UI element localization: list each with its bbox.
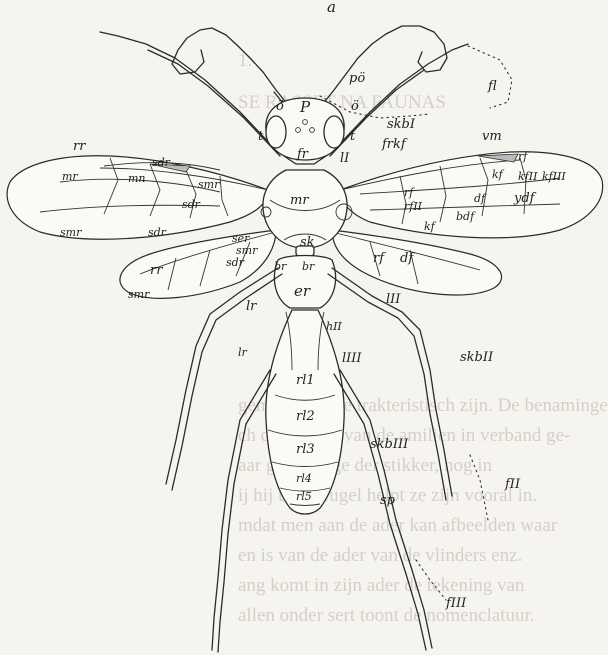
label-sdr-mid: sdr [182,198,201,211]
label-smr-left: smr [60,226,82,239]
label-o-left: ö [276,99,284,114]
label-smr-mid: smr [198,178,220,191]
label-lII: lII [386,292,401,307]
label-ydf: ydf [513,191,537,206]
label-sdr-top: sdr [152,156,171,169]
label-rr-top: rr [73,139,86,154]
label-df-top: df [474,192,487,205]
label-po: pö [349,71,365,86]
label-mr-center: mr [290,193,309,208]
label-fr: fr [296,147,309,162]
label-frkf: frkf [381,137,408,152]
label-rl4: rl4 [296,472,312,485]
label-fIII: fIII [445,596,467,611]
label-hII: hII [326,320,342,333]
label-rl1: rl1 [296,373,315,388]
label-er: er [294,282,311,300]
label-sdr-low: sdr [148,226,167,239]
fore-leg-left [100,32,280,156]
label-mr-left: mr [62,170,78,183]
label-sk: sk [300,235,315,250]
forewing-left [7,156,268,239]
label-vm: vm [482,129,502,144]
label-lr-low: lr [238,346,248,359]
label-rl5: rl5 [296,490,312,503]
label-P: P [299,98,311,116]
label-kfII: kfII [518,170,538,183]
label-df-hw: df [400,251,415,266]
label-rfII: rfII [404,200,423,213]
antenna-right [318,26,447,110]
label-skbIII: skbIII [370,437,409,452]
label-lIII: lIII [342,351,362,366]
forewing-right [340,152,603,238]
label-br-left: br [274,260,287,273]
label-lI: lI [340,151,350,166]
label-fI: fl [487,79,497,94]
label-t-right: t [350,129,356,144]
label-rr-hw: rr [150,263,163,278]
label-rl3: rl3 [296,442,315,457]
antenna-left [172,28,292,112]
label-sdr-hw: sdr [226,256,245,269]
label-a: a [327,0,336,16]
label-sp: sp [380,493,396,508]
label-o-right: ö [351,99,359,114]
label-smr-hw-low: smr [128,288,150,301]
label-rl2: rl2 [296,409,315,424]
label-bdf: bdf [456,210,476,223]
label-lr: lr [246,299,257,314]
label-t-left: t [258,129,264,144]
label-skbI: skbI [387,117,416,132]
label-mn: mn [128,172,146,185]
label-skbII: skbII [460,350,494,365]
label-fII: fII [504,477,521,492]
label-br-right: br [302,260,315,273]
label-kfIII: kfIII [542,170,566,183]
